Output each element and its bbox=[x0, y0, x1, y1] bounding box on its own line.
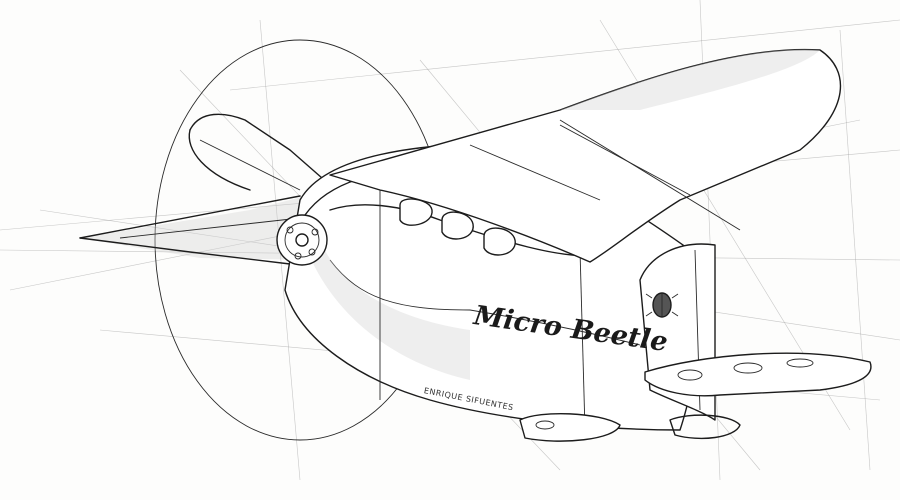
belly-fairing bbox=[519, 413, 741, 442]
beetle-emblem-icon bbox=[645, 292, 679, 318]
propeller-spinner-icon bbox=[276, 214, 328, 266]
left-wing bbox=[79, 113, 331, 265]
main-wing bbox=[329, 48, 842, 263]
horizontal-stabilizer bbox=[644, 352, 872, 397]
cabin-windows bbox=[399, 198, 516, 256]
